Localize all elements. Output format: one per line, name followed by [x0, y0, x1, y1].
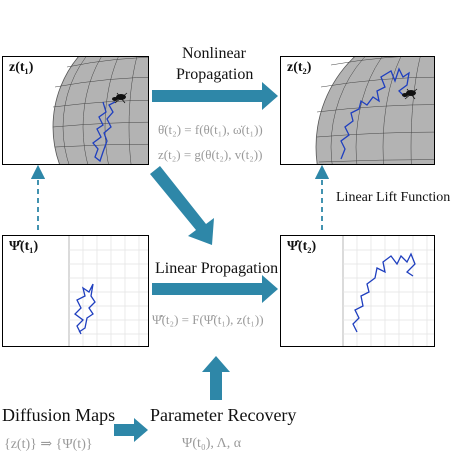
nonlinear-eq1: θ̇(t₂) = f(θ(t₁), ω̇(t₁)) — [158, 122, 263, 137]
panel-z-t2-label: z(t₂) — [287, 60, 312, 75]
panel-z-t1: z(t₁) — [2, 56, 149, 165]
linear-arrow — [152, 275, 278, 303]
nonlinear-title-line1: Nonlinear — [182, 45, 246, 62]
nonlinear-title-line2: Propagation — [176, 66, 254, 83]
embedding-plot-t1 — [68, 236, 148, 346]
embedding-trajectory-t2 — [352, 252, 416, 333]
panel-psi-t2-label: Ψ̂(t₂) — [287, 239, 317, 254]
diffusion-title: Diffusion Maps — [2, 405, 116, 425]
panel-psi-t1: Ψ̂(t₁) — [2, 235, 149, 347]
linear-lift-label: Linear Lift Function — [336, 190, 451, 205]
diagonal-arrow — [150, 166, 214, 245]
nonlinear-eq2: z(t₂) = g(θ(t₂), v(t₂)) — [158, 147, 263, 162]
panel-z-t2: z(t₂) — [280, 56, 435, 165]
nonlinear-arrow — [152, 82, 278, 110]
trajectory-t1 — [92, 101, 116, 163]
linear-title: Linear Propagation — [155, 260, 279, 277]
sphere-plot-t2 — [315, 57, 434, 164]
recovery-eq: Ψ(t₀), Λ, α — [182, 436, 242, 451]
panel-z-t1-label: z(t₁) — [9, 60, 34, 75]
sphere-plot-t1 — [52, 57, 148, 164]
trajectory-t2 — [340, 67, 410, 160]
panel-psi-t2: Ψ̂(t₂) — [280, 235, 435, 347]
panel-psi-t1-label: Ψ̂(t₁) — [9, 239, 39, 254]
recovery-up-arrow — [202, 356, 230, 400]
diffusion-arrow — [114, 418, 148, 442]
embedding-trajectory-t1 — [74, 283, 96, 335]
linear-eq: Ψ̂̇(t₂) = F(Ψ̂(t₁), z(t₁)) — [152, 312, 264, 327]
embedding-plot-t2 — [342, 236, 434, 346]
diffusion-eq: {z(t)} ⇒ {Ψ(t)} — [4, 437, 93, 452]
ant-icon-t1 — [112, 92, 128, 104]
ant-icon-t2 — [402, 88, 418, 100]
recovery-title: Parameter Recovery — [150, 405, 297, 425]
